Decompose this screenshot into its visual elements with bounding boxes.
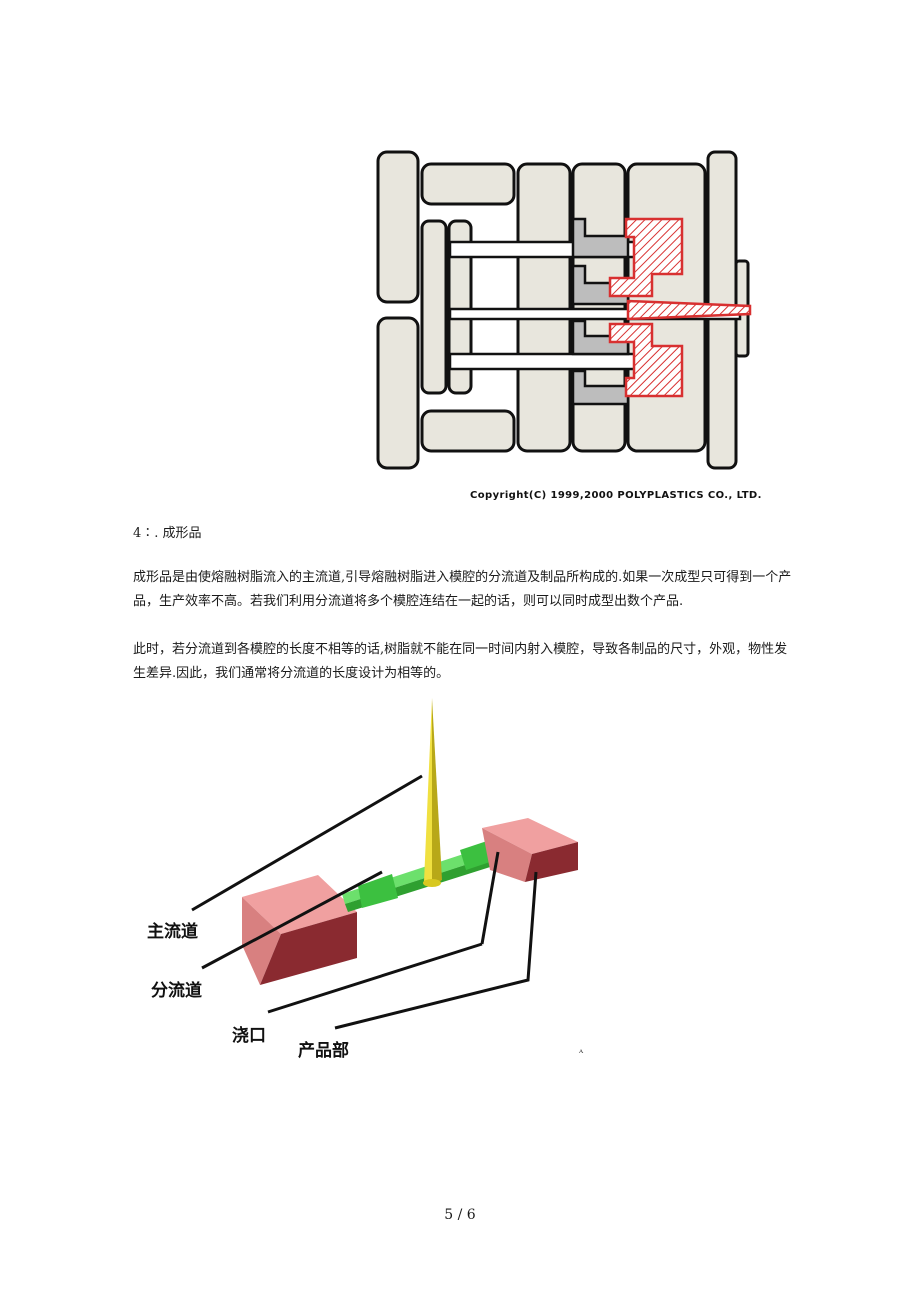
leader-line-runner — [201, 870, 383, 970]
label-gate: 浇口 — [232, 1026, 266, 1046]
leader-line-gate-1 — [267, 942, 483, 1014]
sprue-channel — [626, 299, 752, 321]
mold-cross-section-figure — [376, 150, 752, 470]
label-product: 产品部 — [298, 1041, 349, 1061]
mold-left-plate-top — [376, 150, 420, 304]
label-sprue: 主流道 — [147, 922, 198, 942]
small-mark: ᴬ — [579, 1049, 584, 1059]
runner-system-figure — [191, 698, 578, 1030]
paragraph-molded-product: 成形品是由使熔融树脂流入的主流道,引导熔融树脂进入模腔的分流道及制品所构成的.如… — [133, 570, 792, 609]
ejector-pin-2 — [448, 352, 656, 371]
page-number: 5 / 6 — [444, 1207, 476, 1223]
leader-line-gate-2 — [480, 851, 500, 945]
mold-left-plate-bottom — [376, 316, 420, 470]
paragraph-runner-length: 此时，若分流道到各模腔的长度不相等的话,树脂就不能在同一时间内射入模腔，导致各制… — [133, 642, 788, 681]
mold-ejector-plate-1 — [420, 219, 448, 395]
cavity-top — [608, 217, 684, 298]
product-block-right — [482, 818, 578, 882]
leader-line-product — [334, 871, 538, 1030]
runner-bar — [342, 840, 506, 912]
mold-ejector-plate-2 — [447, 219, 473, 395]
leader-line-sprue — [191, 774, 423, 912]
mold-top-bar — [420, 162, 516, 206]
sprue-cone — [423, 698, 442, 887]
mold-bottom-bar — [420, 409, 516, 453]
label-runner: 分流道 — [151, 981, 202, 1001]
copyright-text: Copyright(C) 1999,2000 POLYPLASTICS CO.,… — [470, 490, 762, 501]
cavity-bottom — [608, 322, 684, 398]
section-heading: 4∶. 成形品 — [133, 526, 202, 541]
mold-block-2 — [571, 162, 627, 453]
mold-block-1 — [516, 162, 572, 453]
product-block-left — [242, 875, 357, 985]
